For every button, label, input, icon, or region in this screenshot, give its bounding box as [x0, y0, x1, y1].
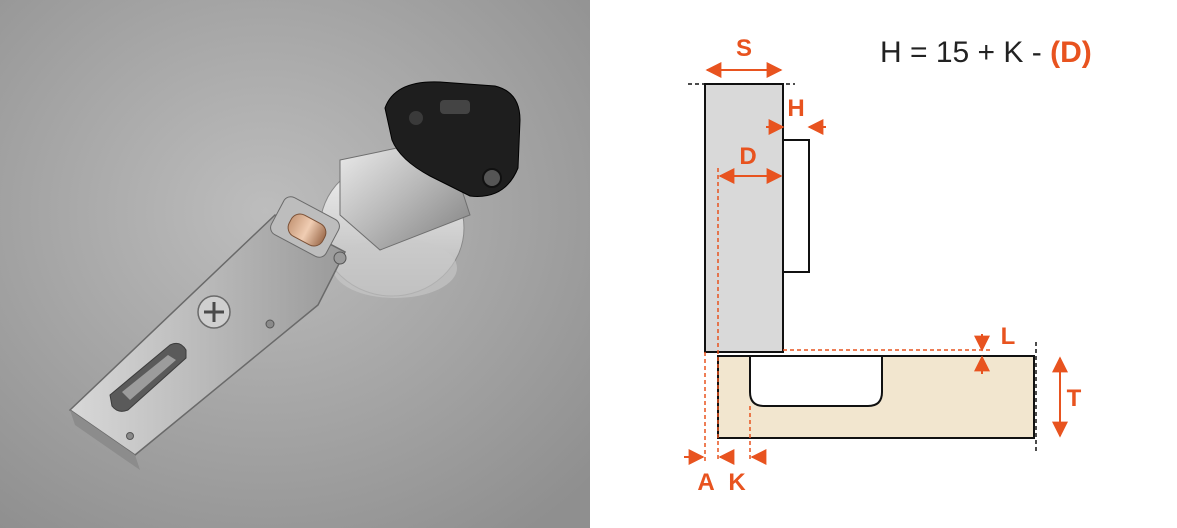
hinge-arm-side	[70, 410, 140, 470]
mounting-plate-hole	[482, 168, 502, 188]
mounting-plate-outline	[782, 139, 810, 273]
formula-text: H = 15 + K -	[880, 36, 1051, 69]
copper-roller	[287, 213, 327, 247]
dimension-k-label: K	[728, 469, 746, 496]
hinge-formula: H = 15 + K - (D)	[880, 36, 1092, 70]
formula-highlight: (D)	[1050, 36, 1092, 69]
dimension-t-label: T	[1067, 385, 1082, 412]
mounting-plate-screw-hole	[409, 111, 423, 125]
cabinet-side-panel	[704, 83, 784, 353]
rivet	[126, 432, 134, 440]
dimension-d-label: D	[739, 143, 756, 170]
dimension-diagram: S H D L T A K	[684, 35, 1082, 496]
mounting-plate-slot	[440, 100, 470, 114]
adjustment-slot-inner	[122, 355, 176, 400]
screw-cross	[204, 302, 224, 322]
dimension-a-label: A	[697, 469, 714, 496]
dimension-s-label: S	[736, 35, 752, 62]
hinge-cup-shadow	[333, 238, 457, 298]
dimension-l-label: L	[1001, 323, 1016, 350]
cup-hole	[749, 355, 883, 407]
mounting-plate	[384, 81, 521, 197]
hinge-photo	[0, 0, 590, 528]
hinge-pivot	[333, 251, 347, 265]
rivet	[265, 319, 275, 329]
dimension-h-label: H	[787, 95, 804, 122]
